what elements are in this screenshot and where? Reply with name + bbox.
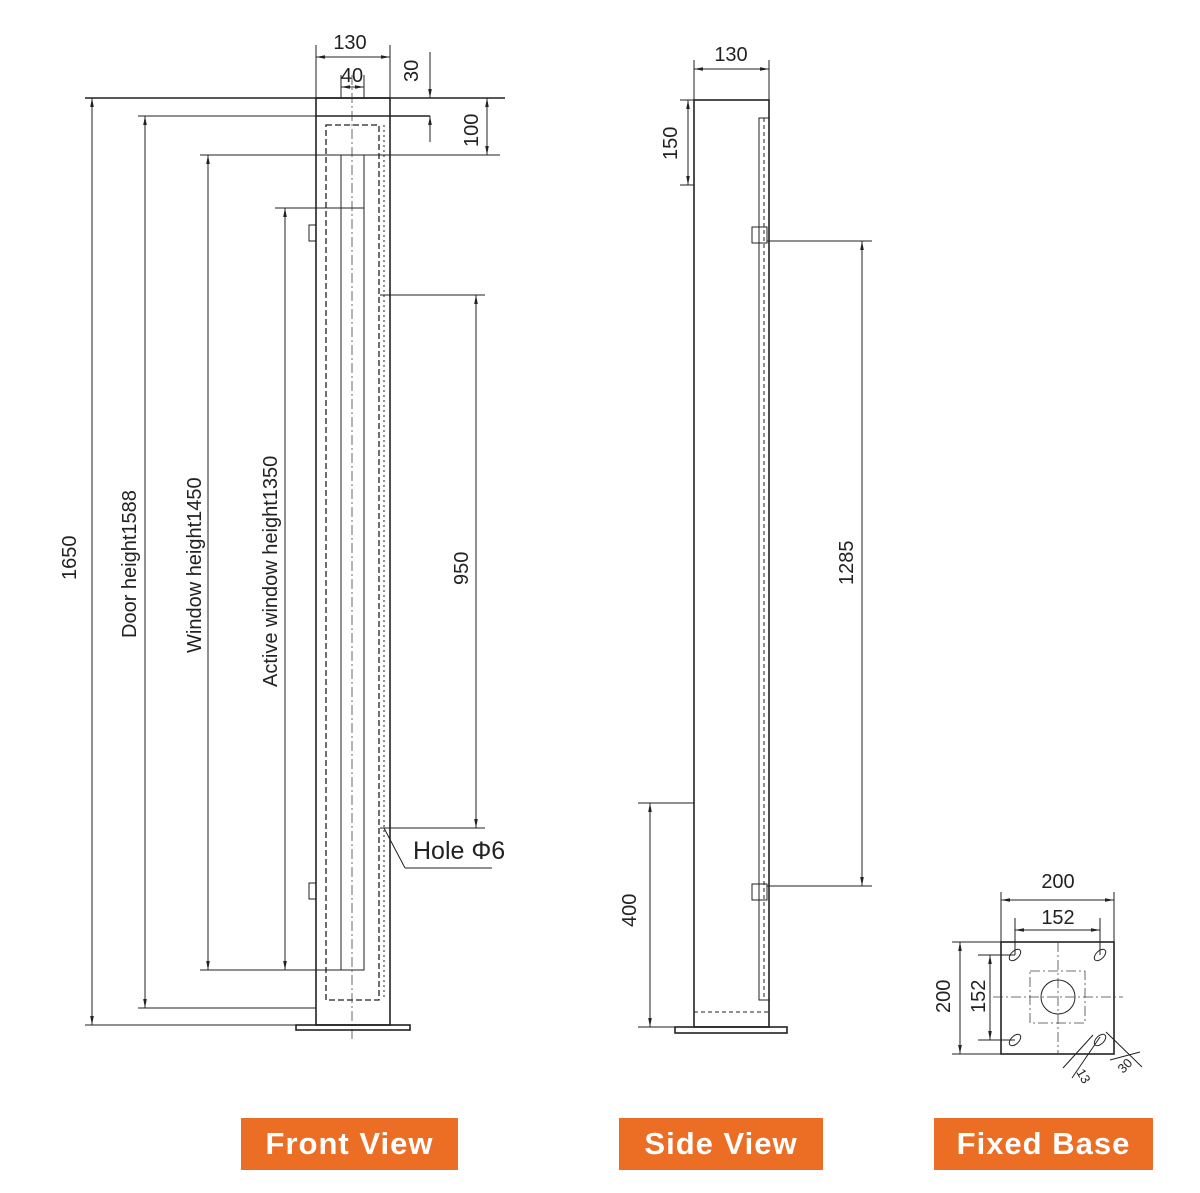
hinge-icon [751, 883, 768, 901]
front-base-plate [295, 1024, 411, 1031]
dim-door-height: Door height1588 [119, 490, 141, 638]
side-view-label: Side View [619, 1118, 823, 1170]
hinge-icon [751, 226, 768, 244]
hinge-icon [308, 224, 317, 242]
hole-callout: Hole Φ6 [413, 837, 505, 865]
dim-slot-width: 13 [1073, 1066, 1093, 1086]
dim-total-height: 1650 [59, 536, 81, 581]
side-base-plate [674, 1026, 788, 1034]
slot-holes [1008, 948, 1107, 1047]
dim-hole-spacing: 950 [451, 552, 473, 585]
dim-window-height: Window height1450 [184, 477, 206, 653]
window-strip [340, 154, 365, 971]
dim-side-bottom: 400 [619, 894, 641, 927]
side-view: 130 150 1285 400 [619, 44, 872, 1034]
fixed-base-view: 200 152 200 152 13 30 [933, 871, 1143, 1086]
dim-hinge-spacing: 1285 [836, 541, 858, 586]
hinge-icon [308, 882, 317, 900]
side-column [693, 99, 770, 1028]
door-outline [325, 124, 380, 1001]
dim-base-height: 200 [933, 980, 955, 1013]
dim-side-width: 130 [714, 44, 747, 66]
dim-base-hole-x: 152 [1041, 907, 1074, 929]
dim-width: 130 [333, 32, 366, 54]
base-plate [1000, 941, 1115, 1055]
fixed-base-label: Fixed Base [934, 1118, 1153, 1170]
dim-top-offset: 30 [401, 60, 423, 82]
front-view-label: Front View [241, 1118, 458, 1170]
dim-side-top: 150 [660, 127, 682, 160]
dim-base-hole-y: 152 [968, 980, 990, 1013]
dim-window-width: 40 [341, 65, 363, 87]
front-view: 130 40 30 100 1650 Door height1588 Windo… [59, 32, 505, 1040]
dim-top-to-window: 100 [461, 114, 483, 147]
dim-active-window-height: Active window height1350 [260, 456, 282, 687]
dim-base-width: 200 [1041, 871, 1074, 893]
